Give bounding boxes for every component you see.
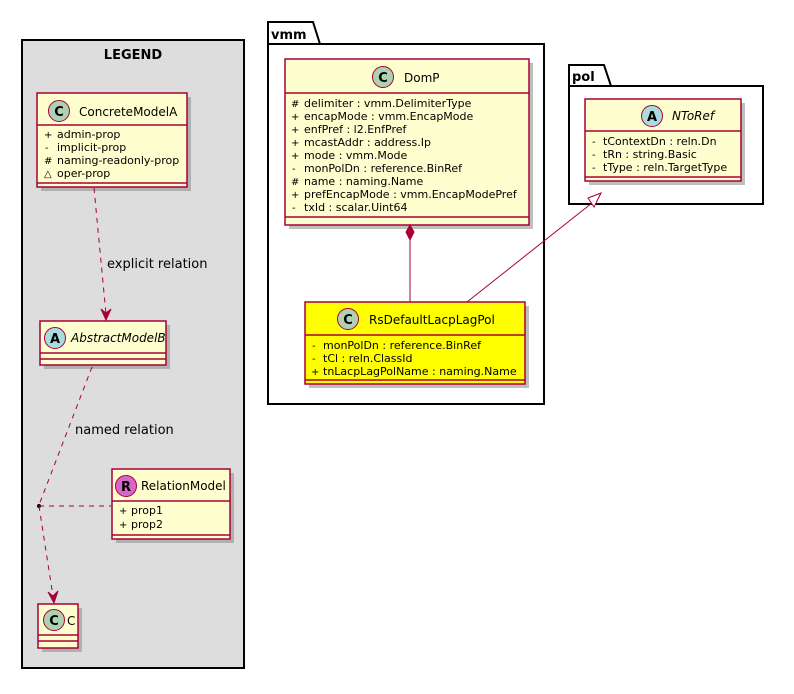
member-vis: - xyxy=(292,203,296,214)
member-text: tType : reln.TargetType xyxy=(603,161,727,174)
member-vis: + xyxy=(291,151,299,162)
class-relation-model[interactable]: R RelationModel + prop1 + prop2 xyxy=(111,468,234,543)
member-text: prefEncapMode : vmm.EncapModePref xyxy=(304,188,518,201)
member-vis: # xyxy=(44,156,52,167)
class-domp[interactable]: C DomP # delimiter : vmm.DelimiterType +… xyxy=(284,58,533,229)
named-relation-label: named relation xyxy=(75,423,174,438)
member-vis: + xyxy=(291,112,299,123)
member-vis: + xyxy=(119,520,127,531)
generalization-link xyxy=(466,192,603,303)
class-ntoref[interactable]: A NToRef - tContextDn : reln.Dn - tRn : … xyxy=(584,98,745,185)
stereotype-letter: A xyxy=(647,110,657,125)
member-text: monPolDn : reference.BinRef xyxy=(323,339,482,352)
package-name: pol xyxy=(572,70,595,85)
class-stereotype-icon xyxy=(48,100,70,122)
member-text: prop2 xyxy=(131,518,163,531)
class-concrete-model-a[interactable]: C ConcreteModelA + admin-prop - implicit… xyxy=(36,92,191,191)
relation-stereotype-icon xyxy=(115,475,137,497)
explicit-relation-label: explicit relation xyxy=(107,257,207,272)
member-vis: - xyxy=(592,163,596,174)
class-name: DomP xyxy=(404,71,440,85)
member-vis: - xyxy=(292,164,296,175)
member-vis: # xyxy=(291,177,299,188)
member-vis: - xyxy=(45,143,49,154)
class-name: AbstractModelB xyxy=(70,331,166,345)
member-vis: + xyxy=(119,506,127,517)
class-stereotype-icon xyxy=(43,609,65,631)
member-vis: - xyxy=(312,341,316,352)
class-c[interactable]: C C xyxy=(37,603,82,652)
member-vis: + xyxy=(311,367,319,378)
member-text: oper-prop xyxy=(57,167,110,180)
class-name: C xyxy=(67,614,75,628)
stereotype-letter: R xyxy=(121,480,131,495)
member-vis: - xyxy=(592,137,596,148)
stereotype-letter: C xyxy=(378,71,388,86)
member-text: monPolDn : reference.BinRef xyxy=(304,162,463,175)
member-vis: - xyxy=(312,354,316,365)
stereotype-letter: A xyxy=(50,332,60,347)
named-relation-line xyxy=(38,366,93,506)
stereotype-letter: C xyxy=(54,105,64,120)
member-text: enfPref : l2.EnfPref xyxy=(304,123,408,136)
member-vis: # xyxy=(291,99,299,110)
member-text: tContextDn : reln.Dn xyxy=(603,135,717,148)
member-text: prop1 xyxy=(131,504,163,517)
legend-title: LEGEND xyxy=(104,48,163,63)
class-name: NToRef xyxy=(672,109,716,123)
abstract-stereotype-icon xyxy=(641,105,663,127)
member-text: admin-prop xyxy=(57,128,120,141)
composition-link xyxy=(405,223,415,302)
member-vis: + xyxy=(44,130,52,141)
stereotype-letter: C xyxy=(49,614,59,629)
member-text: mode : vmm.Mode xyxy=(304,149,408,162)
member-text: implicit-prop xyxy=(57,141,126,154)
member-vis: + xyxy=(291,125,299,136)
member-text: tnLacpLagPolName : naming.Name xyxy=(323,365,517,378)
named-relation-arrow xyxy=(38,505,59,605)
member-text: txId : scalar.Uint64 xyxy=(304,201,407,214)
inheritance-triangle xyxy=(587,192,603,208)
package-name: vmm xyxy=(271,28,307,43)
class-abstract-model-b[interactable]: A AbstractModelB xyxy=(39,320,170,369)
composition-diamond xyxy=(405,223,415,242)
member-vis: - xyxy=(592,150,596,161)
member-text: name : naming.Name xyxy=(304,175,424,188)
stereotype-letter: C xyxy=(343,313,353,328)
member-text: naming-readonly-prop xyxy=(57,154,179,167)
member-text: delimiter : vmm.DelimiterType xyxy=(304,97,472,110)
member-vis: + xyxy=(291,190,299,201)
class-name: RelationModel xyxy=(141,479,226,493)
class-name: RsDefaultLacpLagPol xyxy=(369,313,495,327)
class-rs-default-lacp-lag-pol[interactable]: C RsDefaultLacpLagPol - monPolDn : refer… xyxy=(304,301,529,388)
class-stereotype-icon xyxy=(337,308,359,330)
member-text: encapMode : vmm.EncapMode xyxy=(304,110,474,123)
abstract-stereotype-icon xyxy=(44,327,66,349)
class-name: ConcreteModelA xyxy=(79,105,178,119)
member-vis: △ xyxy=(44,169,52,180)
member-text: tRn : string.Basic xyxy=(603,148,697,161)
class-stereotype-icon xyxy=(372,66,394,88)
explicit-relation-arrow xyxy=(93,187,112,322)
member-text: mcastAddr : address.Ip xyxy=(304,136,431,149)
member-vis: + xyxy=(291,138,299,149)
member-text: tCl : reln.ClassId xyxy=(323,352,413,365)
